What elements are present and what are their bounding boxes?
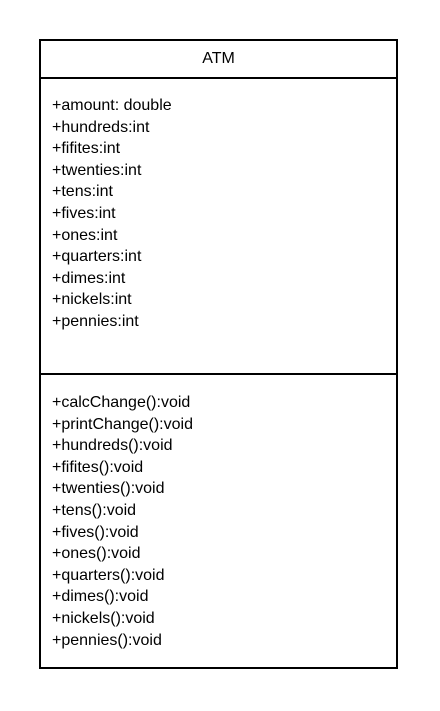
attributes-compartment: +amount: double +hundreds:int +fifites:i… — [41, 79, 396, 375]
attribute-item: +amount: double — [52, 97, 172, 114]
operation-item: +printChange():void — [52, 415, 193, 433]
operation-item: +nickels():void — [52, 609, 155, 627]
attribute-item: +dimes:int — [52, 269, 126, 287]
attribute-item: +hundreds:int — [52, 118, 150, 136]
attribute-item: +quarters:int — [52, 248, 142, 266]
operation-item: +ones():void — [52, 545, 141, 563]
operations-compartment: +calcChange():void +printChange():void +… — [41, 375, 396, 651]
operation-item: +calcChange():void — [52, 394, 191, 411]
attribute-item: +nickels:int — [52, 291, 132, 309]
operation-item: +hundreds():void — [52, 437, 173, 455]
class-name-compartment: ATM — [41, 41, 396, 79]
operation-item: +twenties():void — [52, 480, 165, 498]
uml-class-box: ATM +amount: double +hundreds:int +fifit… — [39, 39, 398, 669]
attribute-item: +ones:int — [52, 226, 118, 244]
operation-item: +dimes():void — [52, 588, 149, 606]
operation-item: +fifites():void — [52, 458, 144, 476]
class-name: ATM — [202, 50, 235, 67]
operation-item: +pennies():void — [52, 631, 162, 649]
attribute-item: +fifites:int — [52, 140, 121, 158]
attribute-item: +pennies:int — [52, 312, 139, 330]
attribute-item: +twenties:int — [52, 161, 142, 179]
operation-item: +fives():void — [52, 523, 139, 541]
operation-item: +quarters():void — [52, 566, 165, 584]
operation-item: +tens():void — [52, 501, 137, 519]
attribute-item: +fives:int — [52, 204, 116, 222]
attribute-item: +tens:int — [52, 183, 113, 201]
